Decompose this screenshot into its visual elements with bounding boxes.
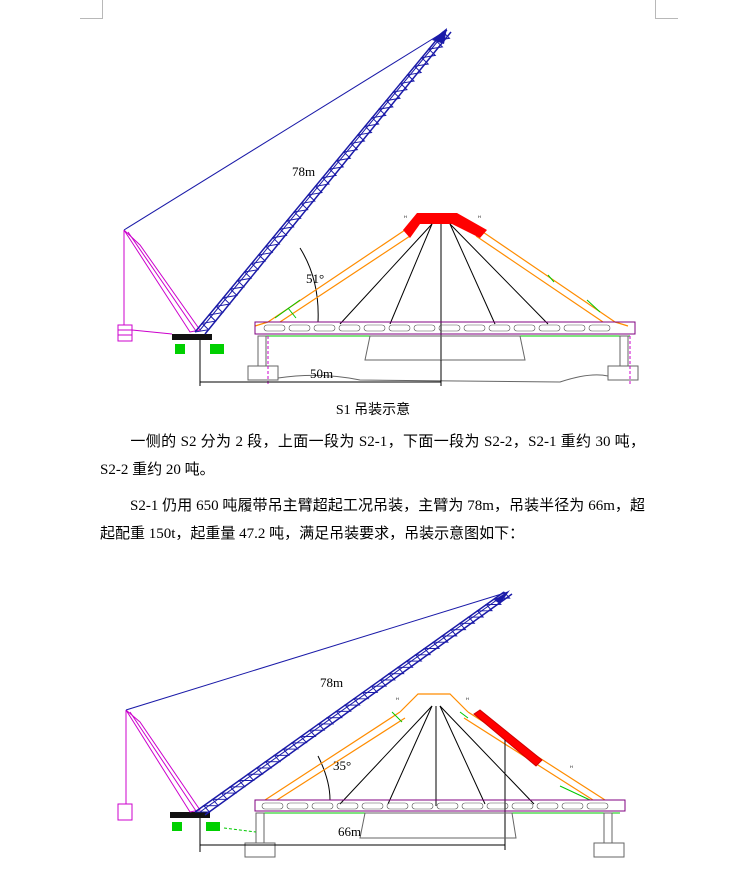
- radius-dimension: [199, 340, 442, 386]
- counterweight: [117, 324, 133, 342]
- radius-dimension: [199, 818, 505, 852]
- crane-track-left: [172, 822, 182, 831]
- crane-track-right: [210, 344, 224, 354]
- hoist-line: [199, 591, 509, 813]
- crane-mast: [123, 229, 201, 335]
- lifted-segment-s1: [403, 213, 487, 238]
- stay-cables: [339, 223, 549, 382]
- stay-cables: [339, 705, 535, 850]
- lifted-segment-s2-1: [473, 709, 543, 767]
- paragraph-2: S2-1 仍用 650 吨履带吊主臂超起工况吊装，主臂为 78m，吊装半径为 6…: [100, 498, 645, 542]
- crane-track-right: [206, 822, 220, 831]
- angle-arc: [299, 247, 319, 323]
- boom-pendant-line: [123, 29, 448, 231]
- bridge-piers: [244, 812, 625, 858]
- boom-length-label: 78m: [292, 164, 315, 179]
- radius-label: 50m: [310, 366, 333, 381]
- angle-label: 35°: [333, 758, 351, 773]
- crane-mast: [125, 709, 201, 813]
- paragraph-1: 一侧的 S2 分为 2 段，上面一段为 S2-1，下面一段为 S2-2，S2-1…: [100, 434, 645, 478]
- radius-label: 66m: [338, 824, 361, 839]
- figure-s2-1-lifting-diagram: 78m 35° H H H: [0, 580, 746, 865]
- svg-text:H: H: [396, 696, 399, 701]
- bridge-deck: [254, 321, 636, 337]
- svg-text:H: H: [570, 764, 573, 769]
- page-corner-mark-right: [655, 0, 678, 19]
- crane-base: [172, 334, 212, 340]
- boom-pendant-line: [125, 591, 509, 711]
- arch-ribs: [264, 693, 606, 801]
- crane-boom: [194, 31, 452, 335]
- svg-text:H: H: [466, 696, 469, 701]
- svg-text:H: H: [404, 214, 407, 219]
- green-braces: [391, 711, 591, 801]
- boom-length-label: 78m: [320, 675, 343, 690]
- crane-track-left: [175, 344, 185, 354]
- angle-arc: [317, 755, 331, 801]
- figure-s1-lifting-diagram: 78m 51° H H: [0, 20, 746, 390]
- bridge-piers: [247, 335, 639, 383]
- page-corner-mark-left: [80, 0, 103, 19]
- angle-label: 51°: [306, 271, 324, 286]
- svg-text:H: H: [478, 214, 481, 219]
- arch-ribs: [254, 229, 629, 327]
- figure1-caption: S1 吊装示意: [335, 403, 411, 418]
- counterweight: [117, 803, 133, 821]
- bridge-deck: [254, 799, 626, 814]
- green-braces: [274, 274, 601, 319]
- crane-boom: [194, 591, 513, 816]
